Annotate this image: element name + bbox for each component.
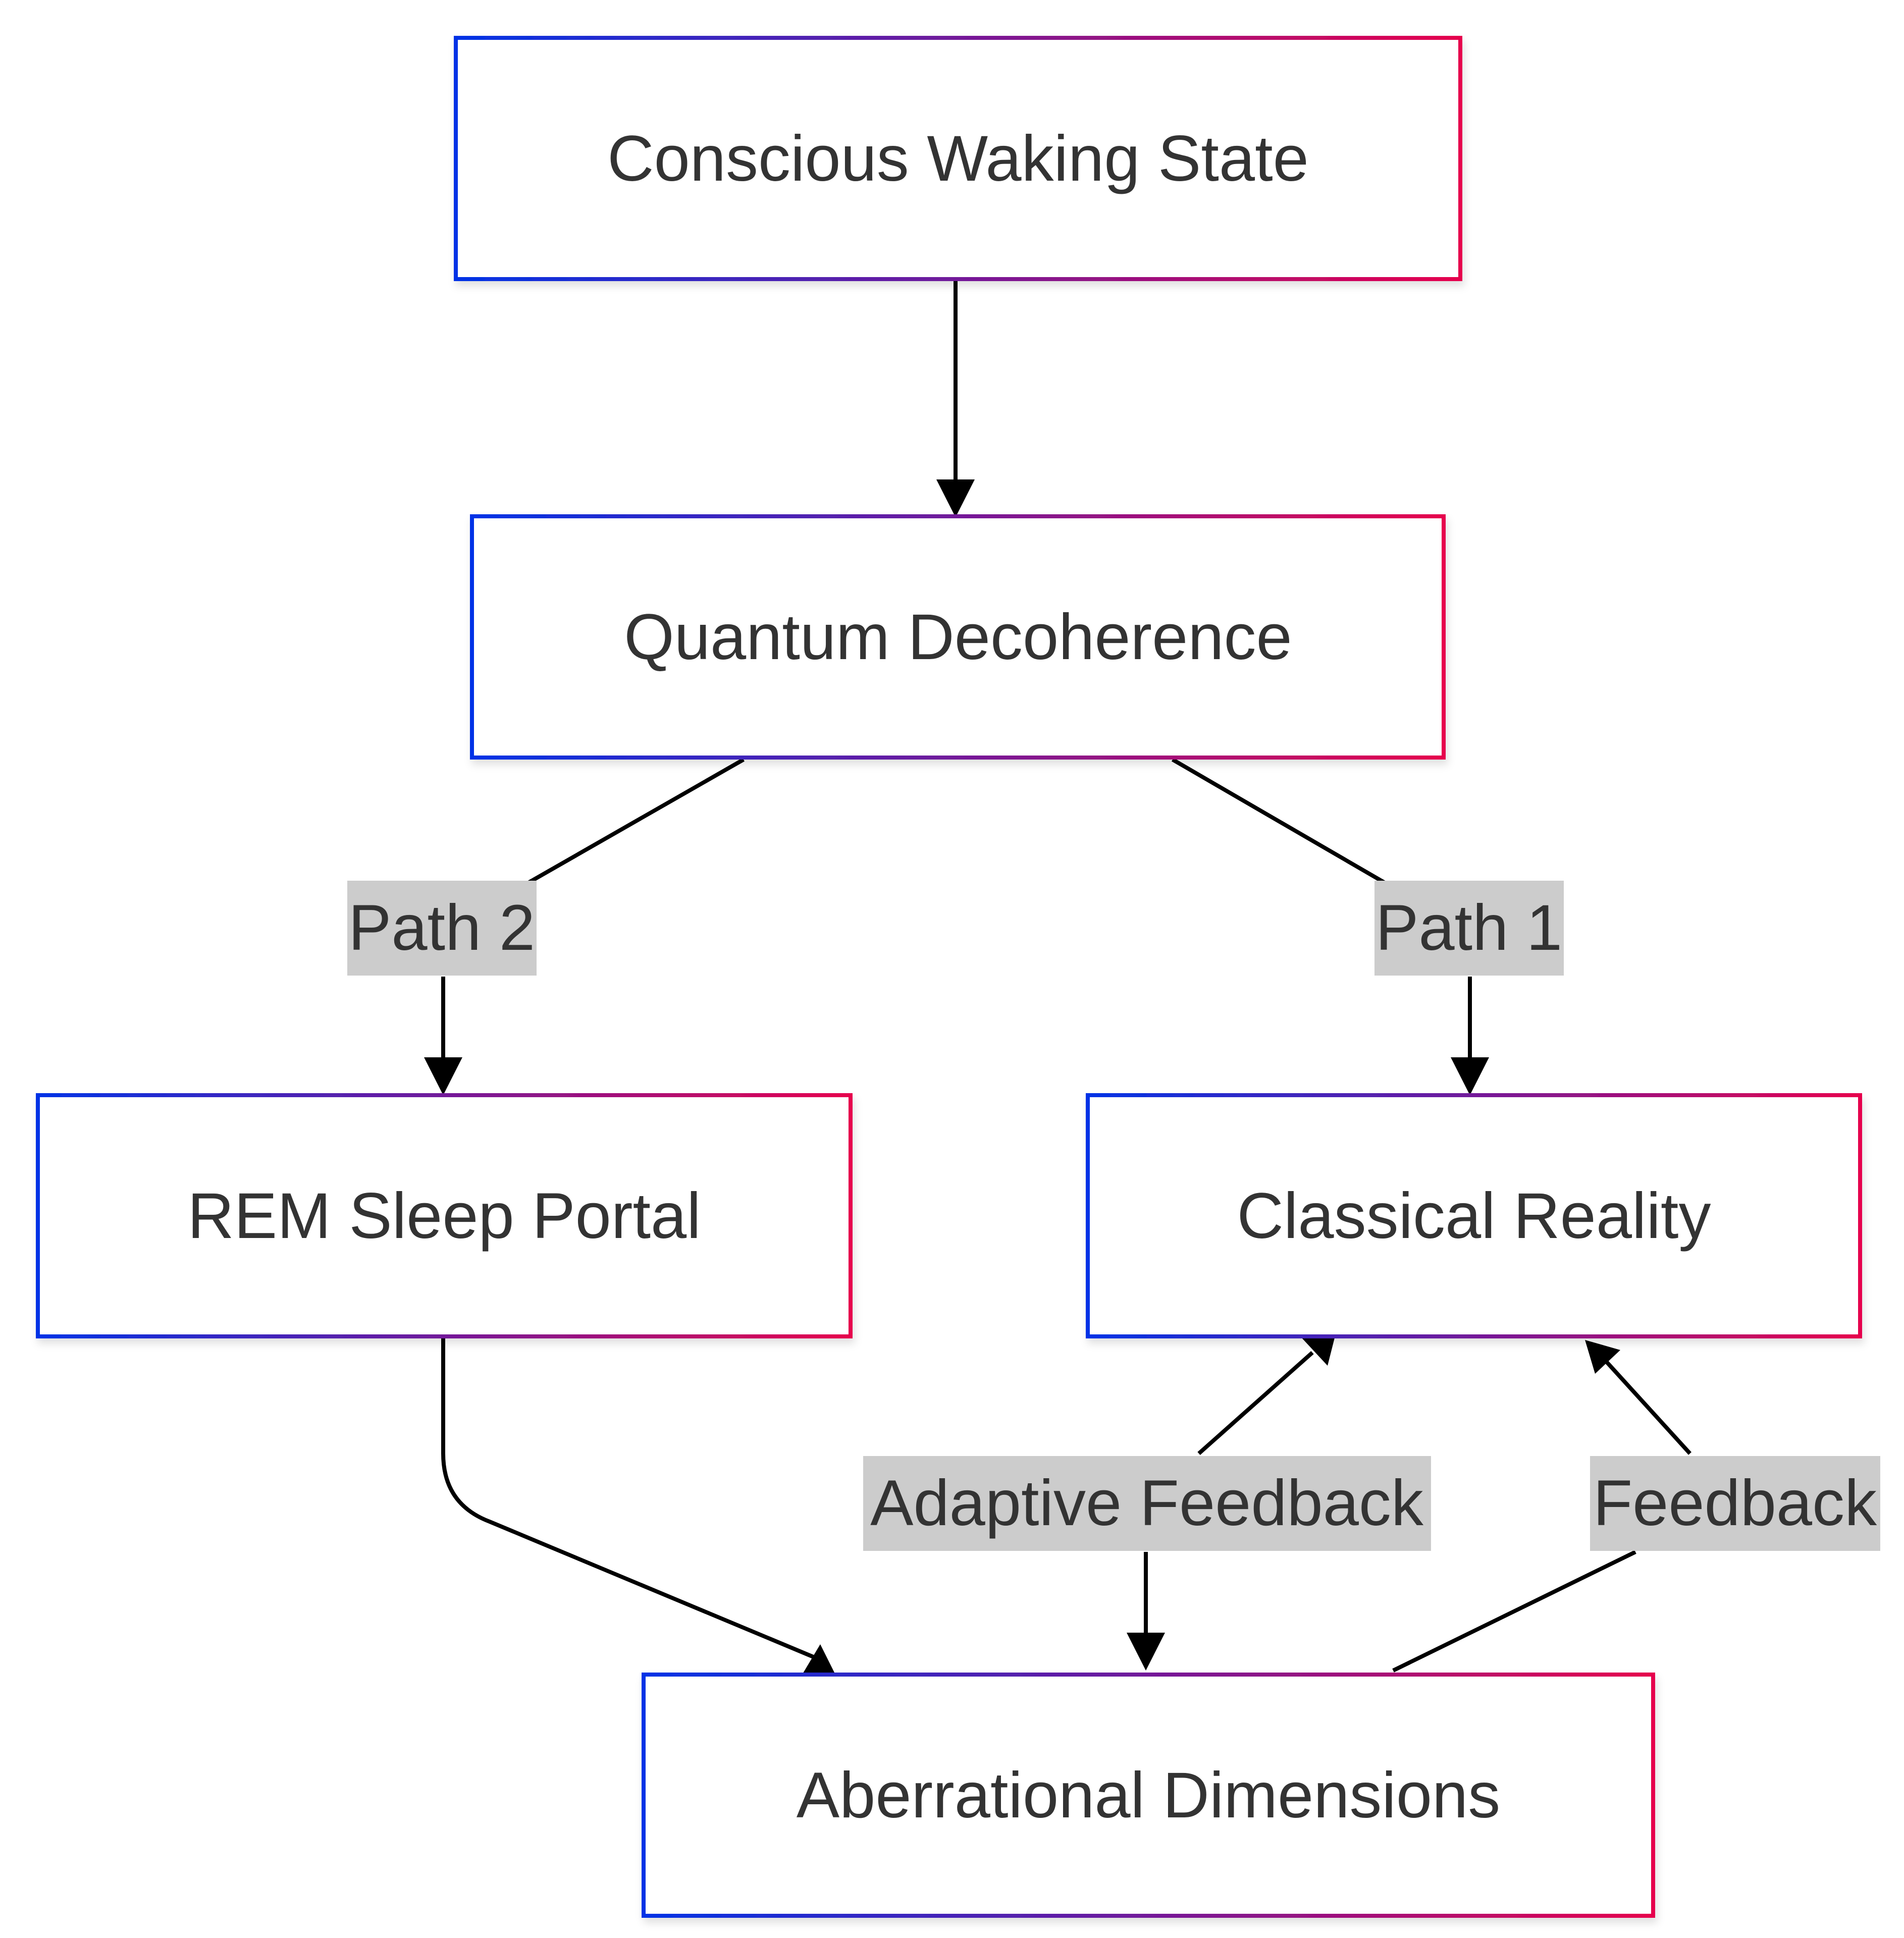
arrowhead [1585,1340,1620,1374]
node-quantum-decoherence: Quantum Decoherence [470,514,1446,760]
node-conscious-waking-state: Conscious Waking State [454,36,1462,281]
arrowhead [424,1057,462,1095]
node-classical-reality: Classical Reality [1086,1093,1862,1338]
edge-adaptive-feedback [1127,1336,1335,1671]
edge-conscious-to-quantum [936,280,975,517]
edge-label-path2: Path 2 [347,881,537,976]
edge-label-path2-text: Path 2 [348,892,535,964]
edge-label-path1-text: Path 1 [1376,892,1562,964]
arrowhead [1301,1336,1335,1366]
node-label: Conscious Waking State [607,123,1309,195]
node-rem-sleep-portal: REM Sleep Portal [36,1093,853,1338]
node-label: Classical Reality [1237,1180,1711,1252]
node-label: REM Sleep Portal [187,1180,701,1252]
arrowhead [936,479,975,517]
edge-rem-to-aberrational [441,1336,838,1680]
arrowhead [1127,1633,1165,1671]
node-aberrational-dimensions: Aberrational Dimensions [642,1673,1655,1918]
edge-quantum-to-classical [1171,758,1489,1095]
edge-label-feedback-text: Feedback [1593,1467,1877,1539]
edge-label-path1: Path 1 [1374,881,1564,976]
edge-label-adaptive-feedback-text: Adaptive Feedback [870,1467,1424,1539]
arrowhead [1451,1057,1489,1095]
arrowhead [800,1644,838,1680]
edge-label-adaptive-feedback: Adaptive Feedback [863,1456,1431,1551]
edge-feedback [1392,1340,1691,1673]
edge-label-feedback: Feedback [1590,1456,1880,1551]
node-label: Quantum Decoherence [624,601,1292,673]
edge-quantum-to-rem [424,758,745,1095]
node-label: Aberrational Dimensions [797,1759,1500,1832]
